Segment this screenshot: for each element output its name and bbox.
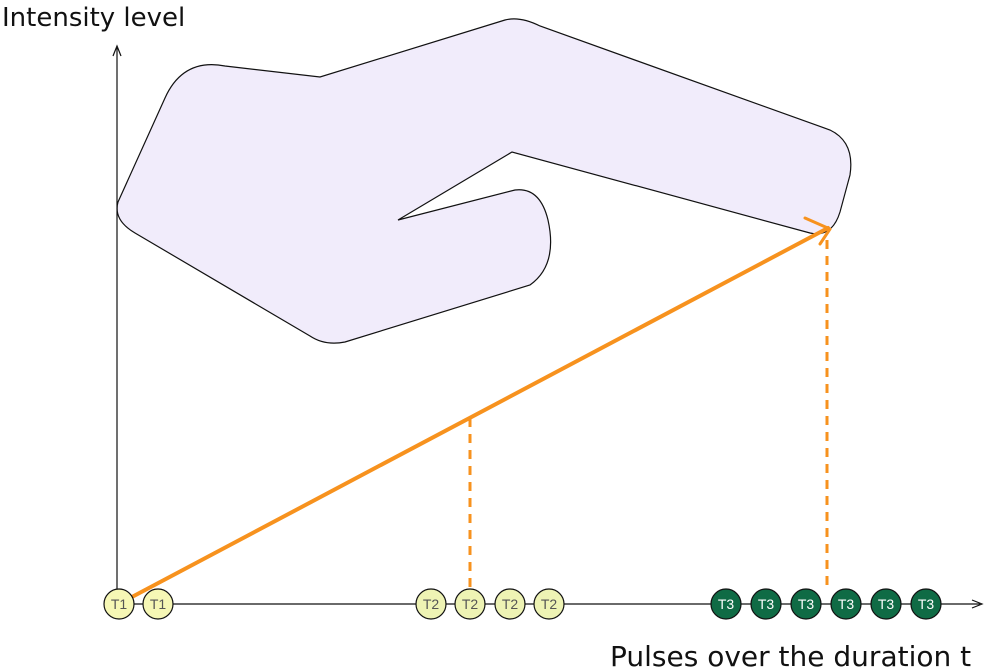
intensity-arrow-line xyxy=(128,226,830,600)
pulse-marker-t1: T1 xyxy=(142,588,174,620)
pulse-marker-t1: T1 xyxy=(103,588,135,620)
pulse-circle xyxy=(710,588,742,620)
arrow-up-icon xyxy=(112,44,122,57)
pulse-label: T3 xyxy=(838,596,855,612)
arrow-head-icon xyxy=(803,216,832,246)
pulse-marker-t3: T3 xyxy=(750,588,782,620)
pulse-label: T3 xyxy=(758,596,775,612)
pulse-circle xyxy=(870,588,902,620)
pulse-circle xyxy=(103,588,135,620)
pulse-label: T1 xyxy=(150,596,167,612)
pulse-circle xyxy=(830,588,862,620)
pulse-marker-t2: T2 xyxy=(494,588,526,620)
x-axis-label: Pulses over the duration t xyxy=(610,640,971,669)
arrow-right-icon xyxy=(971,599,984,609)
pulse-label: T3 xyxy=(798,596,815,612)
pulse-marker-t2: T2 xyxy=(454,588,486,620)
pulse-marker-t2: T2 xyxy=(533,588,565,620)
pulse-marker-t3: T3 xyxy=(910,588,942,620)
pulse-marker-t3: T3 xyxy=(710,588,742,620)
pulse-marker-t2: T2 xyxy=(415,588,447,620)
pulse-label: T2 xyxy=(423,596,440,612)
pulse-circle xyxy=(415,588,447,620)
pulse-marker-t3: T3 xyxy=(830,588,862,620)
pulse-markers: T1 T1 T2 T2 T2 T2 T3 T3 T3 T3 T3 T3 xyxy=(103,588,942,620)
pulse-label: T2 xyxy=(502,596,519,612)
pulse-circle xyxy=(750,588,782,620)
y-axis-label: Intensity level xyxy=(2,3,185,33)
pulse-label: T3 xyxy=(878,596,895,612)
pulse-circle xyxy=(454,588,486,620)
pulse-circle xyxy=(142,588,174,620)
pulse-label: T3 xyxy=(918,596,935,612)
pulse-circle xyxy=(494,588,526,620)
pulse-label: T1 xyxy=(111,596,128,612)
pulse-marker-t3: T3 xyxy=(790,588,822,620)
pulse-circle xyxy=(790,588,822,620)
pulse-circle xyxy=(533,588,565,620)
intensity-region-shape xyxy=(116,18,852,344)
pulse-label: T2 xyxy=(541,596,558,612)
pulse-label: T2 xyxy=(462,596,479,612)
pulse-marker-t3: T3 xyxy=(870,588,902,620)
pulse-label: T3 xyxy=(718,596,735,612)
pulse-circle xyxy=(910,588,942,620)
